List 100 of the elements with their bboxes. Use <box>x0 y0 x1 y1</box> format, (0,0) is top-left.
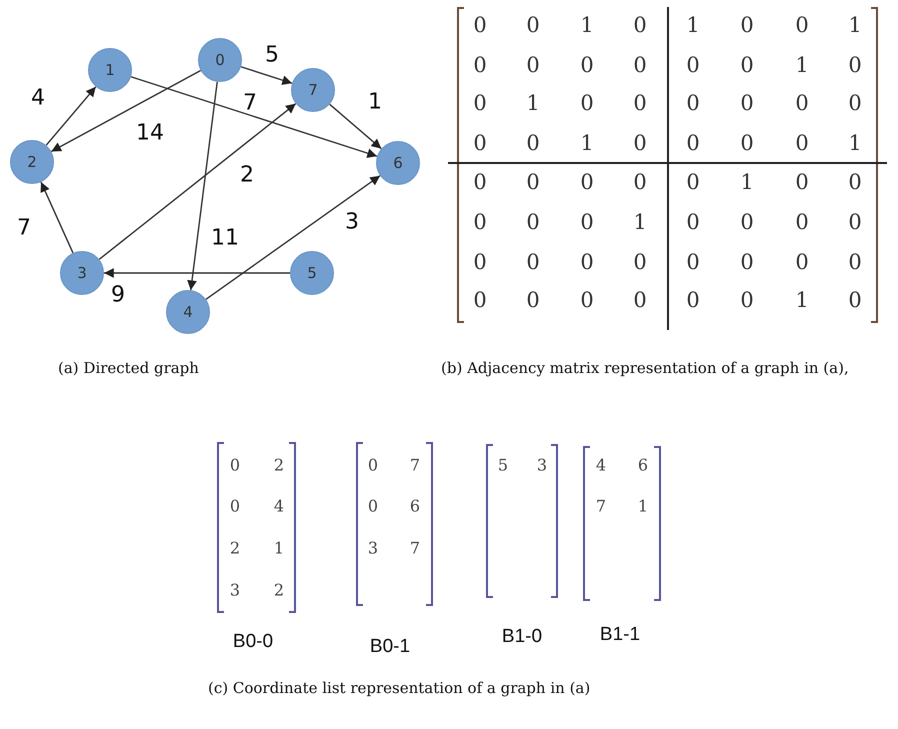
coordinate-entry: 5 <box>498 456 508 474</box>
matrix-entry: 0 <box>795 91 809 115</box>
arrow <box>329 104 382 150</box>
matrix-entry: 0 <box>473 170 487 194</box>
coordinate-entry: 7 <box>410 456 420 474</box>
matrix-entry: 0 <box>795 131 809 155</box>
matrix-entry: 0 <box>526 13 540 37</box>
matrix-entry: 0 <box>795 13 809 37</box>
matrix-entry: 0 <box>740 210 754 234</box>
coordinate-entry: 1 <box>274 538 284 558</box>
matrix-entry: 0 <box>633 250 647 274</box>
matrix-entry: 0 <box>795 250 809 274</box>
matrix-entry: 0 <box>740 131 754 155</box>
matrix-entry: 0 <box>848 288 862 312</box>
coordinate-entry: 2 <box>274 456 284 474</box>
arrow <box>240 66 292 85</box>
arrow <box>206 175 380 300</box>
matrix-entry: 0 <box>686 250 700 274</box>
coordinate-entry: 4 <box>596 456 606 474</box>
arrow <box>46 86 96 146</box>
matrix-entry: 0 <box>740 13 754 37</box>
matrix-entry: 0 <box>848 210 862 234</box>
coordinate-entry: 0 <box>368 496 378 516</box>
matrix-entry: 0 <box>633 288 647 312</box>
matrix-entry: 0 <box>473 13 487 37</box>
edge-label: 2 <box>240 162 254 188</box>
matrix-entry: 0 <box>473 53 487 77</box>
matrix-entry: 1 <box>795 53 809 77</box>
matrix-entry: 0 <box>526 288 540 312</box>
matrix-entry: 0 <box>473 91 487 115</box>
matrix-entry: 1 <box>686 13 700 37</box>
matrix-entry: 0 <box>795 170 809 194</box>
coordinate-entry: 2 <box>230 538 240 558</box>
matrix-entry: 1 <box>795 288 809 312</box>
coordinate-entry: 0 <box>230 456 240 474</box>
block-name: B1-1 <box>600 624 640 646</box>
matrix-entry: 0 <box>686 53 700 77</box>
arrow <box>130 76 378 158</box>
matrix-entry: 1 <box>848 131 862 155</box>
graph-vertex: 4 <box>166 290 210 334</box>
matrix-entry: 0 <box>526 170 540 194</box>
matrix-entry: 0 <box>473 131 487 155</box>
edge-label: 7 <box>243 90 257 116</box>
matrix-entry: 1 <box>848 13 862 37</box>
matrix-entry: 1 <box>526 91 540 115</box>
edge-label: 14 <box>136 120 164 146</box>
edge-label: 4 <box>31 86 45 110</box>
matrix-entry: 0 <box>686 131 700 155</box>
matrix-entry: 0 <box>580 288 594 312</box>
graph-vertex: 0 <box>198 38 242 82</box>
matrix-entry: 0 <box>848 250 862 274</box>
arrow <box>40 182 74 254</box>
arrow <box>51 70 201 152</box>
matrix-entry: 0 <box>633 53 647 77</box>
matrix-entry: 0 <box>580 170 594 194</box>
graph-vertex: 3 <box>60 251 104 295</box>
matrix-entry: 0 <box>473 288 487 312</box>
graph-vertex: 1 <box>88 48 132 92</box>
matrix-entry: 0 <box>686 288 700 312</box>
graph-vertex: 6 <box>376 141 420 185</box>
matrix-entry: 0 <box>686 91 700 115</box>
matrix-entry: 0 <box>633 170 647 194</box>
edge-label: 1 <box>368 90 382 114</box>
coordinate-entry: 3 <box>536 456 548 474</box>
matrix-entry: 0 <box>848 170 862 194</box>
matrix-entry: 0 <box>580 91 594 115</box>
edge-label: 9 <box>111 282 125 308</box>
matrix-entry: 0 <box>686 170 700 194</box>
matrix-entry: 0 <box>848 91 862 115</box>
caption: (a) Directed graph <box>58 358 199 378</box>
coordinate-entry: 3 <box>230 580 240 600</box>
caption: (b) Adjacency matrix representation of a graph in (a), <box>441 358 850 378</box>
matrix-entry: 0 <box>795 210 809 234</box>
edge-label: 7 <box>17 216 31 240</box>
coordinate-entry: 6 <box>410 496 420 516</box>
matrix-entry: 0 <box>526 250 540 274</box>
matrix-entry: 0 <box>740 250 754 274</box>
matrix-entry: 0 <box>740 53 754 77</box>
matrix-entry: 0 <box>740 288 754 312</box>
matrix-entry: 0 <box>580 210 594 234</box>
caption: (c) Coordinate list representation of a graph in (a) <box>208 678 592 698</box>
block-name: B0-0 <box>232 631 274 653</box>
matrix-entry: 0 <box>526 53 540 77</box>
graph-vertex: 7 <box>291 68 335 112</box>
matrix-entry: 0 <box>526 131 540 155</box>
arrow <box>187 82 218 290</box>
coordinate-entry: 7 <box>596 496 606 516</box>
edge-label: 11 <box>211 226 239 250</box>
coordinate-entry: 4 <box>274 496 284 516</box>
block-name: B1-0 <box>502 626 542 648</box>
edge-label: 3 <box>345 210 359 234</box>
block-name: B0-1 <box>370 636 410 658</box>
edge-label: 5 <box>265 42 279 68</box>
matrix-entry: 0 <box>633 131 647 155</box>
matrix-entry: 1 <box>740 170 754 194</box>
matrix-entry: 0 <box>580 250 594 274</box>
matrix-entry: 0 <box>740 91 754 115</box>
matrix-entry: 0 <box>633 13 647 37</box>
coordinate-entry: 0 <box>230 496 240 516</box>
coordinate-entry: 6 <box>638 456 648 474</box>
